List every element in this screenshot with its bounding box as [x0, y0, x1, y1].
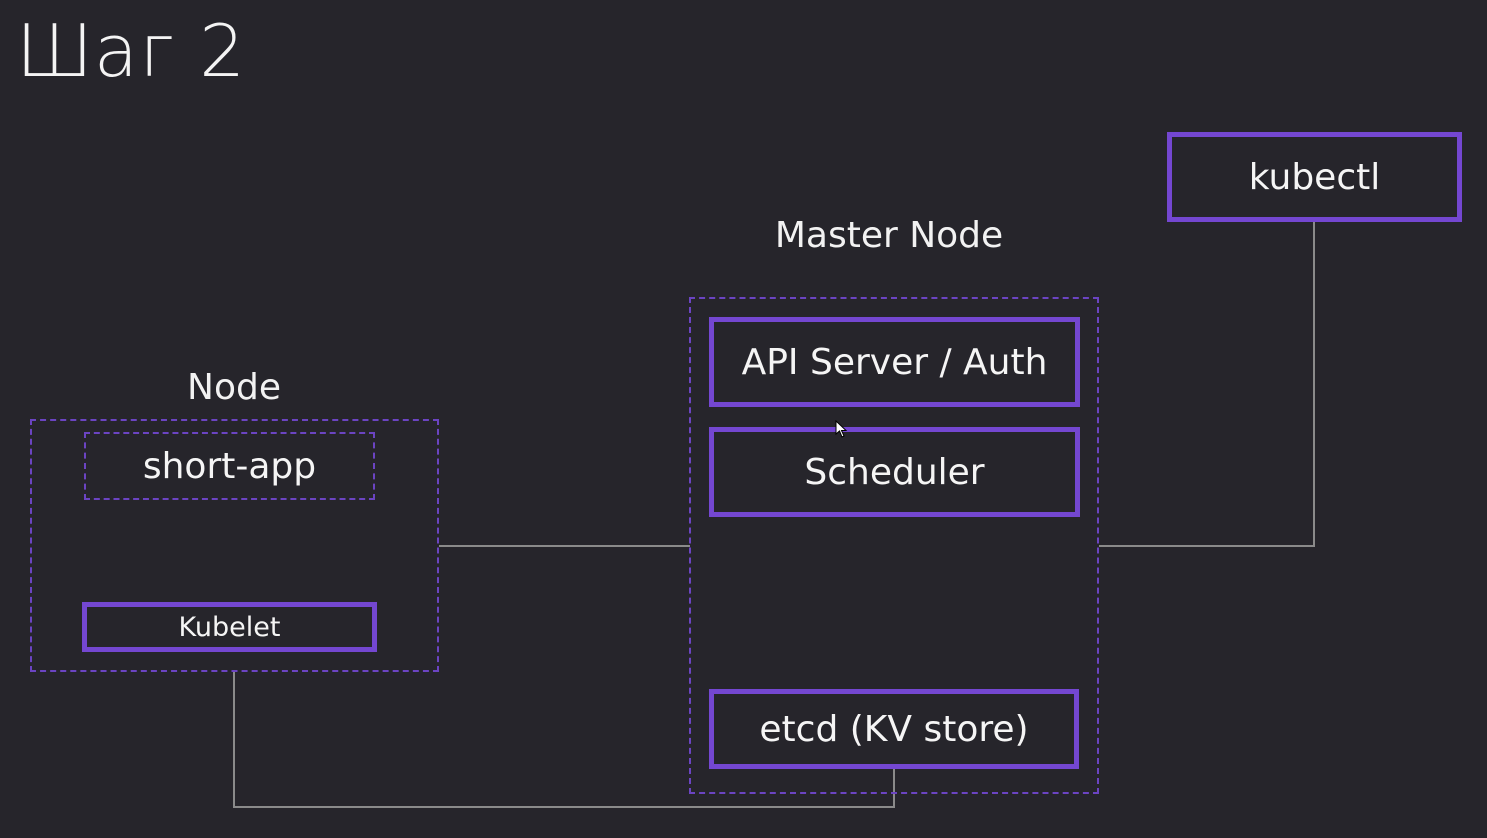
- scheduler-box: Scheduler: [709, 427, 1080, 517]
- master-kubectl-connector: [1099, 221, 1315, 547]
- mouse-cursor-icon: [835, 420, 848, 438]
- kubelet-box: Kubelet: [82, 602, 377, 652]
- master-node-label: Master Node: [774, 215, 1004, 256]
- kubectl-box: kubectl: [1167, 132, 1462, 222]
- api-server-box: API Server / Auth: [709, 317, 1080, 407]
- master-node-group: [689, 297, 1099, 794]
- slide-title: Шаг 2: [16, 9, 247, 93]
- etcd-box: etcd (KV store): [709, 689, 1079, 769]
- kubelet-etcd-connector: [233, 672, 895, 808]
- node-label: Node: [187, 367, 281, 408]
- node-group: [30, 419, 439, 672]
- short-app-box: short-app: [84, 432, 375, 500]
